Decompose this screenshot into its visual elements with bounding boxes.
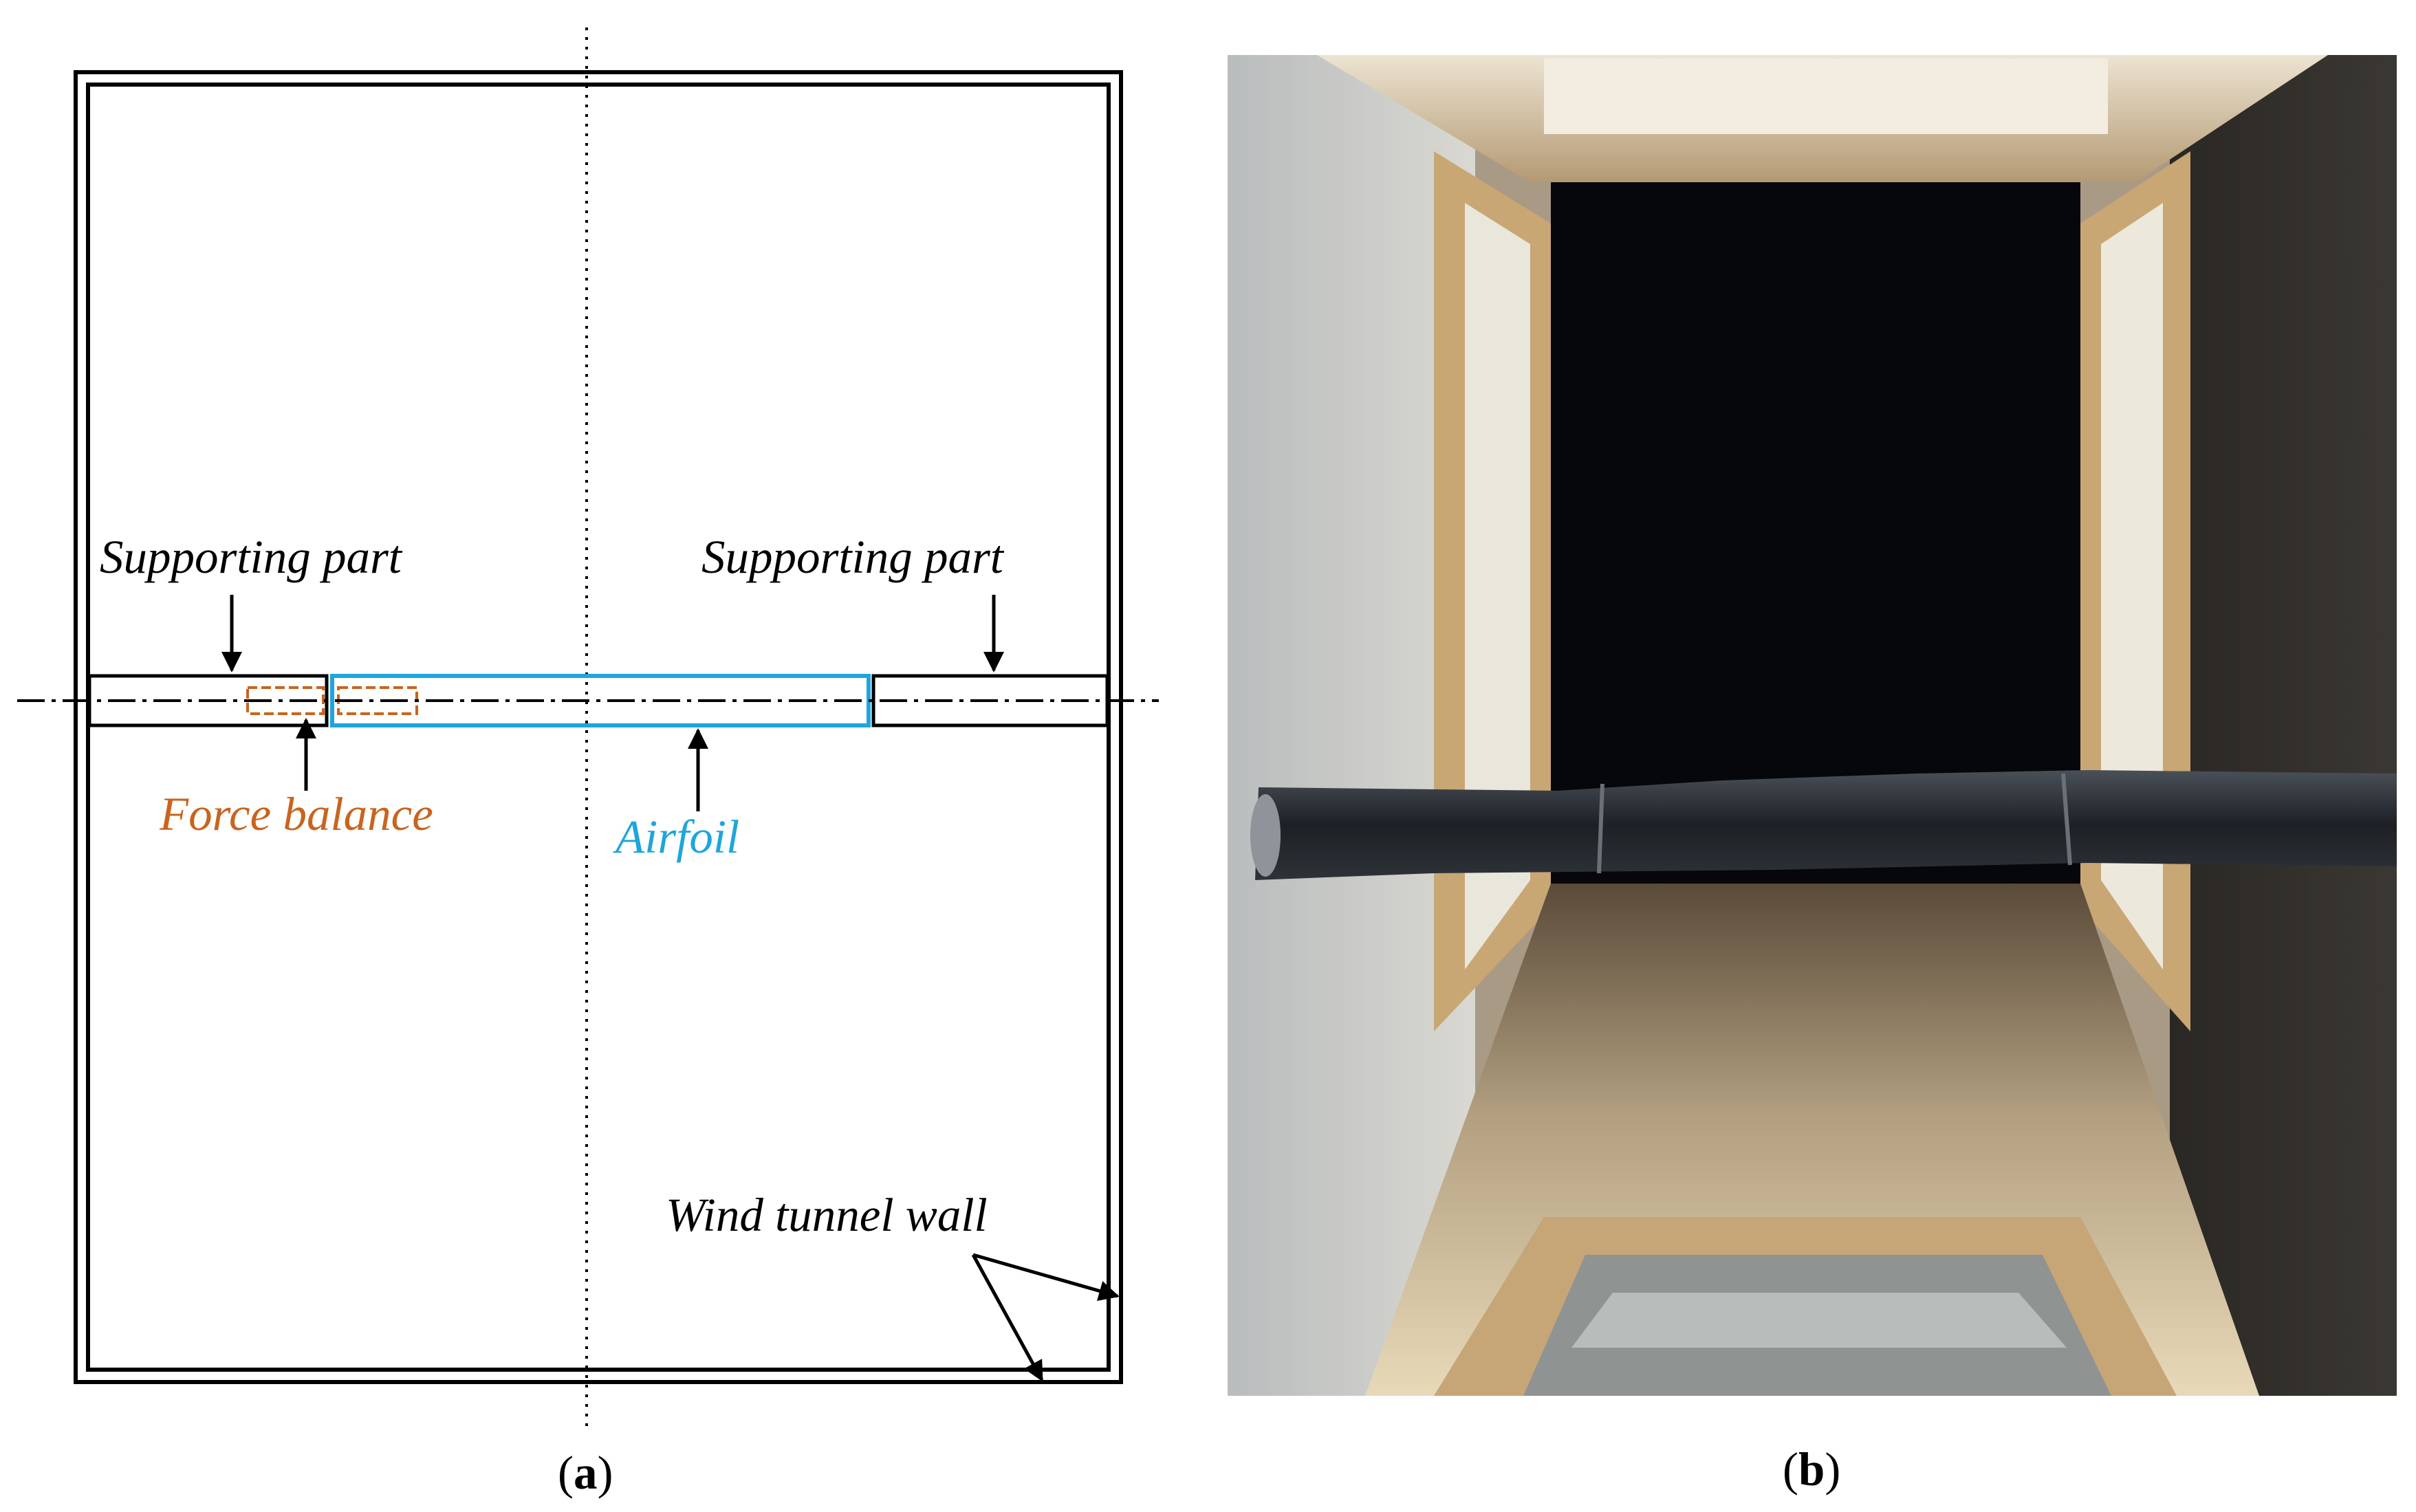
schematic-diagram: Supporting part Supporting part Force ba… [17, 28, 1159, 1499]
caption-a: (a) [558, 1447, 613, 1499]
wind-tunnel-wall-outer [74, 70, 1123, 1384]
tunnel-far-opening [1551, 182, 2080, 884]
force-balance-label: Force balance [159, 788, 433, 840]
caption-b-letter: b [1798, 1443, 1825, 1495]
left-wall [1228, 55, 1475, 1396]
caption-b-open: ( [1783, 1443, 1798, 1495]
support-right-label: Supporting part [701, 531, 1005, 583]
airfoil-model [1255, 770, 2397, 880]
wind-tunnel-photo [1228, 55, 2397, 1396]
right-wall [2170, 55, 2397, 1396]
wall-arrow-right [972, 1253, 1120, 1302]
wind-tunnel-wall-label: Wind tunnel wall [666, 1189, 988, 1241]
airfoil-label: Airfoil [613, 811, 739, 863]
force-balance-shape-1 [246, 686, 325, 715]
caption-b-close: ) [1825, 1443, 1841, 1495]
caption-b: (b) [1783, 1443, 1840, 1497]
wall-arrow-bottom [971, 1253, 1044, 1382]
support-left-label: Supporting part [100, 531, 403, 583]
